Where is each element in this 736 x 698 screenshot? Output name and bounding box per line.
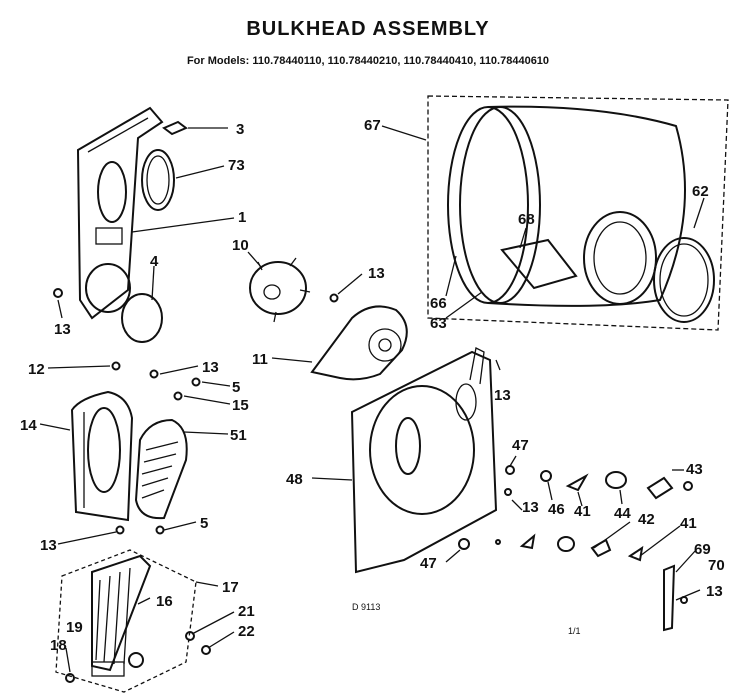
callout-67: 67 [364,117,381,134]
callout-labels: 3 73 1 4 10 13 13 11 12 13 5 15 14 51 13… [20,117,725,654]
seal-ring-part [141,149,175,211]
callout-15: 15 [232,397,249,414]
models-subtitle: For Models: 110.78440110, 110.78440210, … [186,55,550,67]
rear-bulkhead-part [350,347,498,574]
callout-66: 66 [430,295,447,312]
callout-5-a: 5 [232,379,240,396]
callout-13-g: 13 [706,583,723,600]
blower-housing-part [310,305,408,381]
switch-bracket-part [663,564,688,632]
screw-part [53,288,63,298]
callout-16: 16 [156,593,173,610]
callout-51: 51 [230,427,247,444]
drum-seal-part [653,237,715,323]
duct-cover-part [70,390,134,522]
callout-13-e: 13 [494,387,511,404]
callout-48: 48 [286,471,303,488]
drawing-code: D 9113 [352,602,380,612]
callout-21: 21 [238,603,255,620]
drum-part [427,95,729,331]
callout-62: 62 [692,183,709,200]
callout-3: 3 [236,121,244,138]
callout-42: 42 [638,511,655,528]
diagram-title: BULKHEAD ASSEMBLY [246,18,490,40]
impeller-screw-part [329,293,339,303]
callout-43: 43 [686,461,703,478]
callout-41-b: 41 [680,515,697,532]
lint-screen-part [134,418,188,520]
callout-68: 68 [518,211,535,228]
callout-17: 17 [222,579,239,596]
callout-13-d: 13 [40,537,57,554]
callout-13-c: 13 [202,359,219,376]
callout-13-b: 13 [368,265,385,282]
callout-41-a: 41 [574,503,591,520]
callout-46: 46 [548,501,565,518]
callout-47-b: 47 [420,555,437,572]
leader-lines [39,125,705,673]
callout-12: 12 [28,361,45,378]
heater-assembly-part [55,549,197,693]
callout-14: 14 [20,417,37,434]
callout-63: 63 [430,315,447,332]
front-panel-part [76,106,164,320]
lens-ring-part [121,293,163,343]
bracket-part [162,120,188,136]
callout-47-a: 47 [512,437,529,454]
callout-4: 4 [150,253,159,270]
impeller-part [249,257,311,323]
callout-73: 73 [228,157,245,174]
callout-10: 10 [232,237,249,254]
small-screws-part [111,361,201,535]
callout-69: 69 [694,541,711,558]
callout-22: 22 [238,623,255,640]
callout-1: 1 [238,209,246,226]
callout-13-a: 13 [54,321,71,338]
callout-13-f: 13 [522,499,539,516]
fasteners-part [185,631,211,655]
callout-5-b: 5 [200,515,208,532]
callout-19: 19 [66,619,83,636]
callout-70: 70 [708,557,725,574]
callout-18: 18 [50,637,67,654]
callout-44: 44 [614,505,631,522]
page-mark: 1/1 [568,626,581,636]
callout-11: 11 [252,351,268,368]
